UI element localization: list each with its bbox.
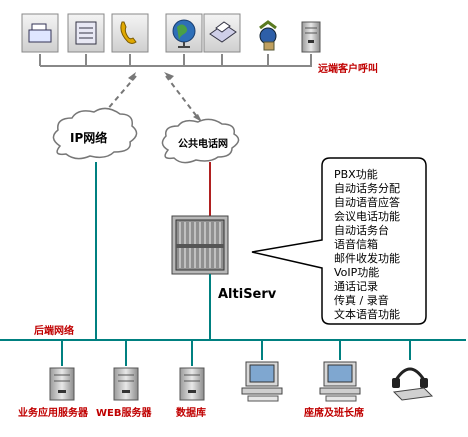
feature-item: 文本语音功能 [334, 307, 400, 321]
phone-desk-icon [67, 13, 105, 53]
backend-network-label: 后端网络 [34, 324, 74, 337]
feature-item: 通话记录 [334, 280, 378, 293]
feature-list: PBX功能 自动话务分配 自动语音应答 会议电话功能 自动话务台 语音信箱 邮件… [334, 167, 400, 321]
pstn-label: 公共电话网 [178, 137, 228, 150]
feature-item: 语音信箱 [334, 237, 378, 251]
headset-icon [392, 367, 434, 401]
backend-drops [61, 340, 411, 366]
server-tower-icon [301, 21, 321, 53]
satellite-phone-icon [259, 20, 277, 51]
database-label: 数据库 [176, 406, 206, 419]
agent-label: 座席及班长席 [303, 406, 364, 419]
web-server-label: WEB服务器 [96, 406, 152, 419]
computer-icon [319, 361, 361, 402]
handset-icon [111, 13, 149, 53]
feature-callout [251, 157, 427, 325]
server-tower-icon [113, 367, 139, 401]
feature-item: 会议电话功能 [334, 209, 400, 223]
printer-icon [203, 13, 241, 53]
feature-item: PBX功能 [334, 167, 378, 181]
fax-icon [21, 13, 59, 53]
altiserv-server-icon [171, 215, 229, 275]
feature-item: 自动语音应答 [334, 195, 400, 209]
globe-icon [165, 13, 203, 53]
remote-client-bus [39, 54, 312, 67]
feature-item: 自动话务台 [334, 223, 389, 237]
app-server-label: 业务应用服务器 [18, 406, 89, 419]
server-tower-icon [49, 367, 75, 401]
pstn-cloud [161, 118, 240, 164]
remote-client-label: 远端客户呼叫 [318, 62, 378, 75]
feature-item: 自动话务分配 [334, 182, 400, 195]
computer-icon [241, 361, 283, 402]
ip-network-cloud [52, 107, 138, 160]
server-tower-icon [179, 367, 205, 401]
feature-item: 传真 / 录音 [334, 293, 389, 307]
feature-item: VoIP功能 [334, 265, 379, 279]
feature-item: 邮件收发功能 [334, 251, 400, 265]
ip-network-label: IP网络 [70, 130, 107, 145]
server-label: AltiServ [218, 287, 277, 302]
